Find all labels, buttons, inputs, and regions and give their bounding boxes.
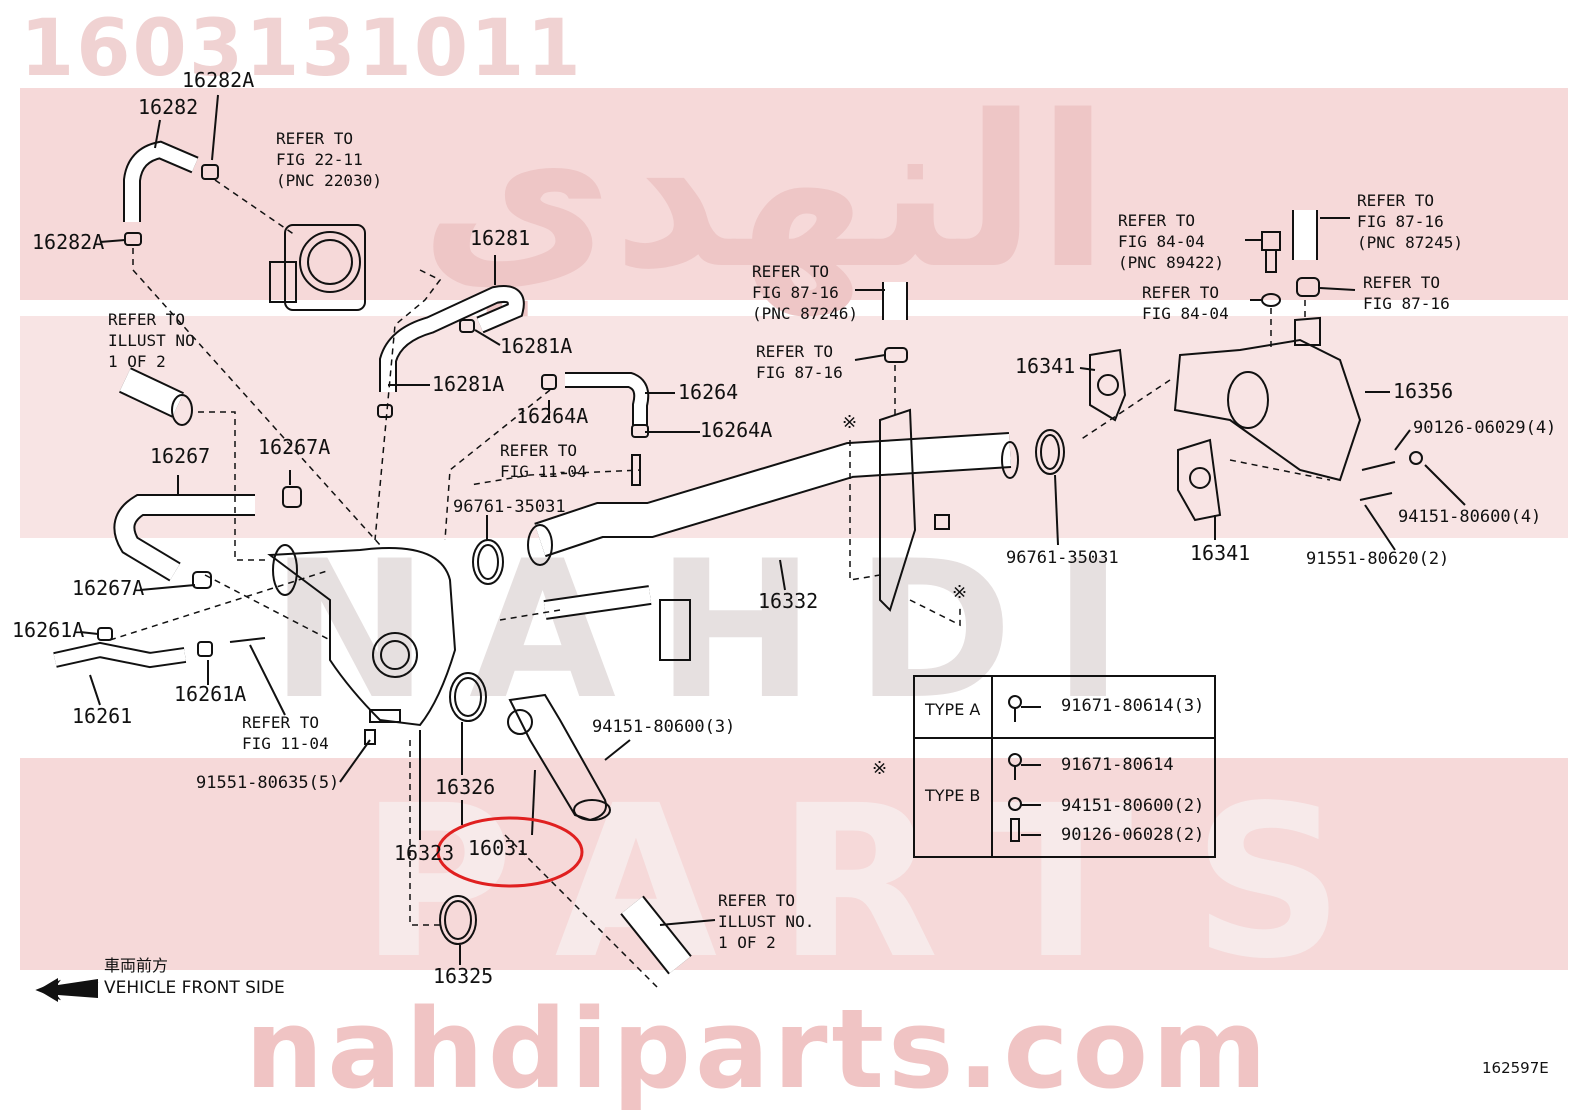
label-16282: 16282 — [138, 95, 199, 119]
label-16281A-mid: 16281A — [432, 372, 505, 396]
label-16325: 16325 — [433, 964, 494, 988]
highlight-circle-16031 — [436, 816, 584, 888]
watermark-arabic: النهدي — [420, 70, 1109, 315]
label-16281: 16281 — [470, 226, 531, 250]
label-16282A-top: 16282A — [182, 68, 255, 92]
type-a-label: TYPE A — [925, 700, 981, 719]
front-direction-arrow — [38, 978, 98, 1002]
fastener-type-table: TYPE A 91671-80614(3) TYPE B 91671-80614… — [913, 675, 1216, 858]
label-16267: 16267 — [150, 444, 211, 468]
label-16267A-top: 16267A — [258, 435, 331, 459]
label-16282A-left: 16282A — [32, 230, 105, 254]
note-mark-2: ※ — [952, 582, 968, 603]
type-b-part-2: 94151-80600(2) — [1061, 796, 1205, 816]
label-96761-35031-right: 96761-35031 — [1006, 548, 1119, 568]
label-16356: 16356 — [1393, 379, 1454, 403]
label-90126-06029: 90126-06029(4) — [1413, 418, 1557, 438]
vehicle-front-en: VEHICLE FRONT SIDE — [104, 978, 285, 998]
label-91551-80635: 91551-80635(5) — [196, 773, 340, 793]
label-91551-80620: 91551-80620(2) — [1306, 549, 1450, 569]
note-mark-table: ※ — [872, 758, 888, 779]
label-16332: 16332 — [758, 589, 819, 613]
watermark-band-top — [20, 88, 1568, 300]
note-mark-1: ※ — [842, 412, 858, 433]
label-16323: 16323 — [394, 841, 455, 865]
part-number-heading: 1603131011 — [20, 4, 583, 94]
type-b-part-1: 91671-80614 — [1061, 755, 1174, 775]
watermark-url: nahdiparts.com — [245, 985, 1271, 1113]
label-16267A-left: 16267A — [72, 576, 145, 600]
label-16264: 16264 — [678, 380, 739, 404]
label-94151-80600-3: 94151-80600(3) — [592, 717, 736, 737]
label-16261: 16261 — [72, 704, 133, 728]
watermark-band-middle — [20, 316, 1568, 538]
label-94151-80600-4: 94151-80600(4) — [1398, 507, 1542, 527]
vehicle-front-jp: 車両前方 — [104, 956, 169, 975]
label-16264A-left: 16264A — [516, 404, 589, 428]
label-96761-35031-left: 96761-35031 — [453, 497, 566, 517]
type-b-label: TYPE B — [925, 786, 981, 805]
label-16326: 16326 — [435, 775, 496, 799]
label-16341-top: 16341 — [1015, 354, 1076, 378]
label-16031: 16031 — [468, 836, 529, 860]
label-16261A-bottom: 16261A — [174, 682, 247, 706]
watermark-band-lower — [20, 758, 1568, 970]
watermark-parts: PARTS — [360, 760, 1404, 1005]
label-16281A-right: 16281A — [500, 334, 573, 358]
type-a-part: 91671-80614(3) — [1061, 696, 1205, 716]
label-16341-bottom: 16341 — [1190, 541, 1251, 565]
figure-code: 162597E — [1482, 1059, 1549, 1077]
type-b-part-3: 90126-06028(2) — [1061, 825, 1205, 845]
table-fastener-icons — [1008, 695, 1041, 842]
watermark-nahdi: NAHDI — [270, 520, 1164, 741]
label-16261A-left: 16261A — [12, 618, 85, 642]
label-16264A-right: 16264A — [700, 418, 773, 442]
